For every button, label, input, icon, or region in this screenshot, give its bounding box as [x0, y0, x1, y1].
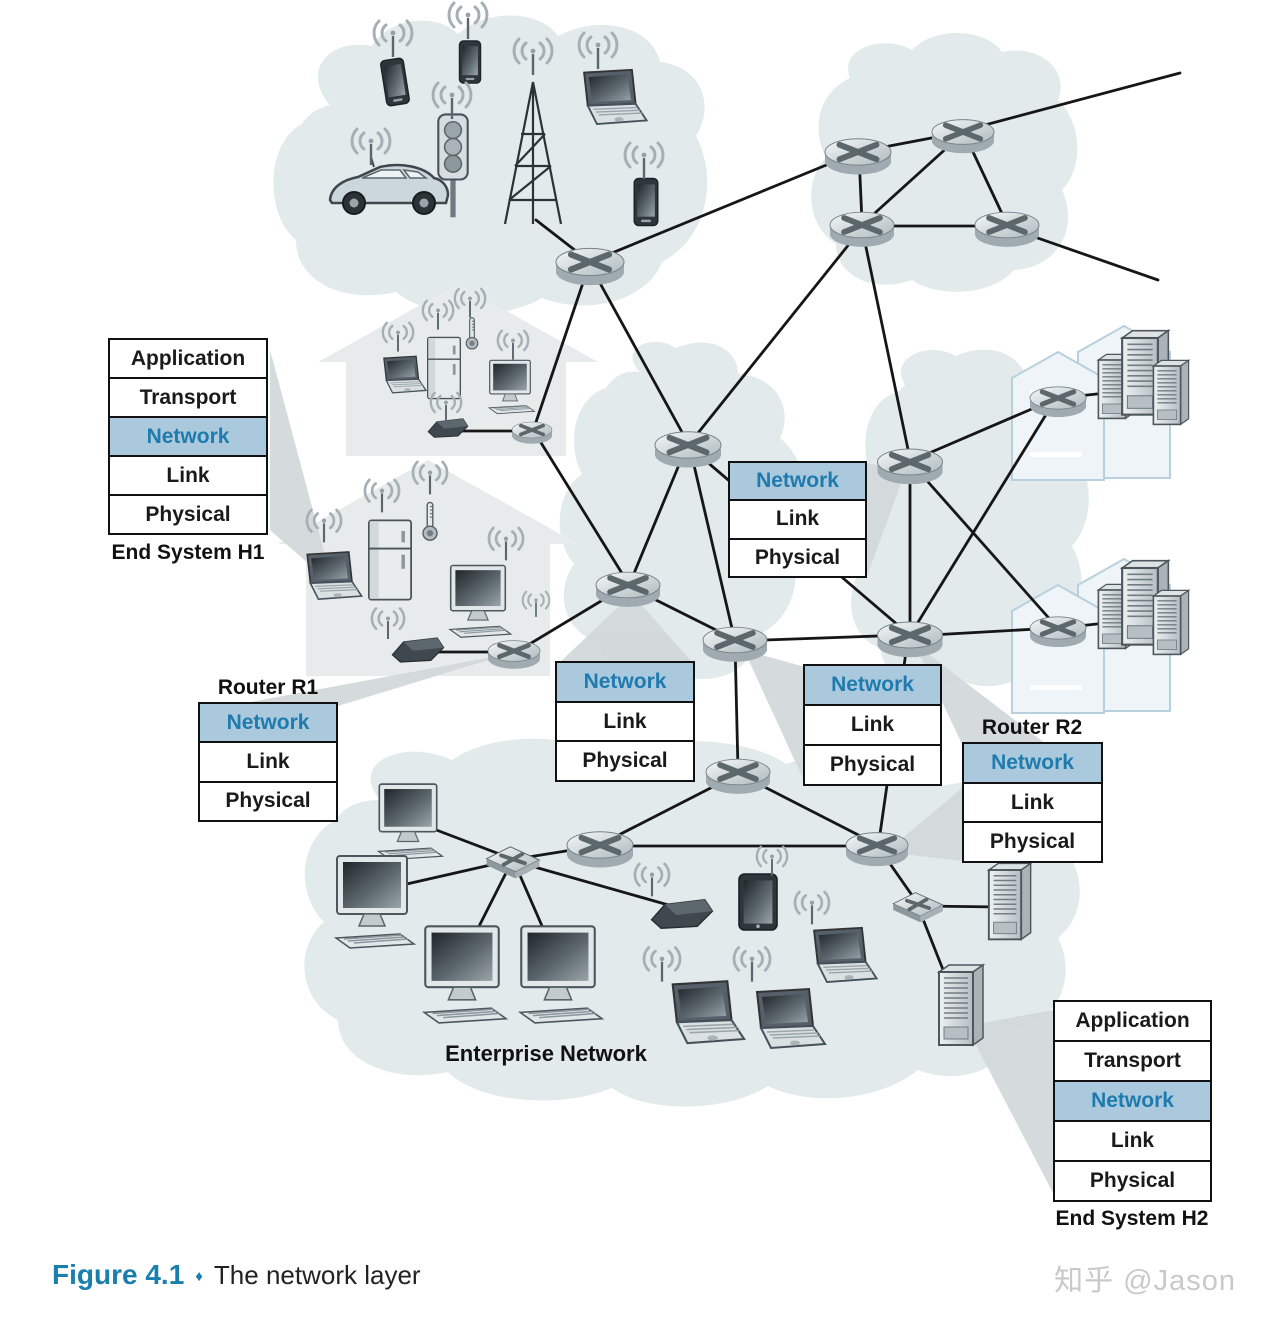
- layer-link: Link: [964, 784, 1101, 824]
- beam-shape: [560, 594, 692, 662]
- layer-physical: Physical: [582, 749, 668, 773]
- beam-shape: [866, 463, 906, 579]
- layer-network: Network: [200, 704, 336, 744]
- layer-link: Link: [557, 703, 693, 743]
- server-icon: [938, 964, 984, 1046]
- beam-shape: [966, 1010, 1053, 1193]
- router-r1-label: Router R1: [217, 676, 319, 699]
- protocol-stack-end-system-h2: Application Transport Network Link Physi…: [1053, 1000, 1212, 1202]
- router-icon: [703, 627, 767, 662]
- router-icon: [1030, 387, 1086, 417]
- protocol-stack-router-r1: Network Link Physical: [198, 702, 338, 822]
- beam-shape: [744, 650, 805, 783]
- layer-network: Network: [730, 463, 865, 502]
- layer-transport: Transport: [1055, 1042, 1210, 1082]
- router-icon: [655, 432, 721, 468]
- fridge-icon: [368, 519, 412, 601]
- router-icon: [1030, 617, 1086, 647]
- layer-link: Link: [200, 743, 336, 783]
- layer-network: Network: [805, 666, 940, 706]
- layer-physical: Physical: [225, 789, 311, 813]
- figure-caption: Figure 4.1 ♦ The network layer: [52, 1259, 421, 1291]
- mobile-network-devices: [328, 1, 665, 227]
- enterprise-network-label: Enterprise Network: [445, 1041, 647, 1066]
- server-icon: [987, 862, 1032, 941]
- layer-network: Network: [1055, 1082, 1210, 1122]
- server-icon: [1152, 359, 1190, 426]
- router-icon: [830, 212, 894, 247]
- router-icon: [825, 139, 891, 175]
- layer-application: Application: [1055, 1002, 1210, 1042]
- router-icon: [596, 572, 660, 607]
- beam-shape: [240, 654, 508, 706]
- layer-physical: Physical: [829, 753, 916, 776]
- layer-link: Link: [1055, 1122, 1210, 1162]
- figure-number: Figure 4.1: [52, 1259, 185, 1290]
- figure-title: The network layer: [213, 1259, 421, 1290]
- protocol-stack-router-r2: Network Link Physical: [962, 742, 1103, 863]
- layer-network: Network: [964, 744, 1101, 784]
- fridge-icon: [426, 336, 462, 400]
- router-icon: [878, 622, 943, 657]
- layer-link: Link: [805, 706, 940, 746]
- beam-shape: [914, 643, 1046, 744]
- router-icon: [510, 420, 554, 446]
- protocol-stack-end-system-h1: Application Transport Network Link Physi…: [108, 338, 268, 535]
- router-icon: [878, 449, 943, 484]
- layer-physical: Physical: [1089, 1169, 1176, 1192]
- protocol-stack-mid-left: Network Link Physical: [555, 661, 695, 782]
- cloud-mobile-network: [273, 15, 708, 315]
- layer-physical: Physical: [989, 830, 1076, 854]
- layer-link: Link: [110, 457, 266, 496]
- layer-network: Network: [110, 418, 266, 457]
- cell-tower-icon: [503, 81, 563, 225]
- router-icon: [556, 248, 624, 285]
- layer-transport: Transport: [110, 379, 266, 418]
- smartphone-icon: [633, 177, 659, 227]
- datacenter-devices: [1097, 329, 1190, 656]
- router-r2-label: Router R2: [981, 716, 1083, 739]
- protocol-stack-mid-right: Network Link Physical: [803, 664, 942, 786]
- router-icon: [488, 641, 540, 669]
- layer-network: Network: [557, 663, 693, 703]
- router-icon: [567, 832, 633, 868]
- router-icon: [846, 833, 908, 866]
- layer-physical: Physical: [754, 545, 841, 569]
- protocol-stack-mid-top: Network Link Physical: [728, 461, 867, 578]
- layer-application: Application: [110, 340, 266, 379]
- end-system-h2-label: End System H2: [1055, 1207, 1209, 1230]
- router-icon: [975, 212, 1039, 247]
- diamond-icon: ♦: [195, 1267, 203, 1285]
- smartphone-icon: [458, 40, 482, 84]
- layer-link: Link: [730, 501, 865, 540]
- layer-physical: Physical: [145, 502, 231, 526]
- router-icon: [932, 120, 994, 153]
- end-system-h1-label: End System H1: [111, 541, 265, 564]
- watermark: 知乎 @Jason: [1054, 1265, 1236, 1297]
- tablet-icon: [738, 873, 778, 931]
- router-icon: [706, 759, 770, 794]
- server-icon: [1152, 589, 1190, 656]
